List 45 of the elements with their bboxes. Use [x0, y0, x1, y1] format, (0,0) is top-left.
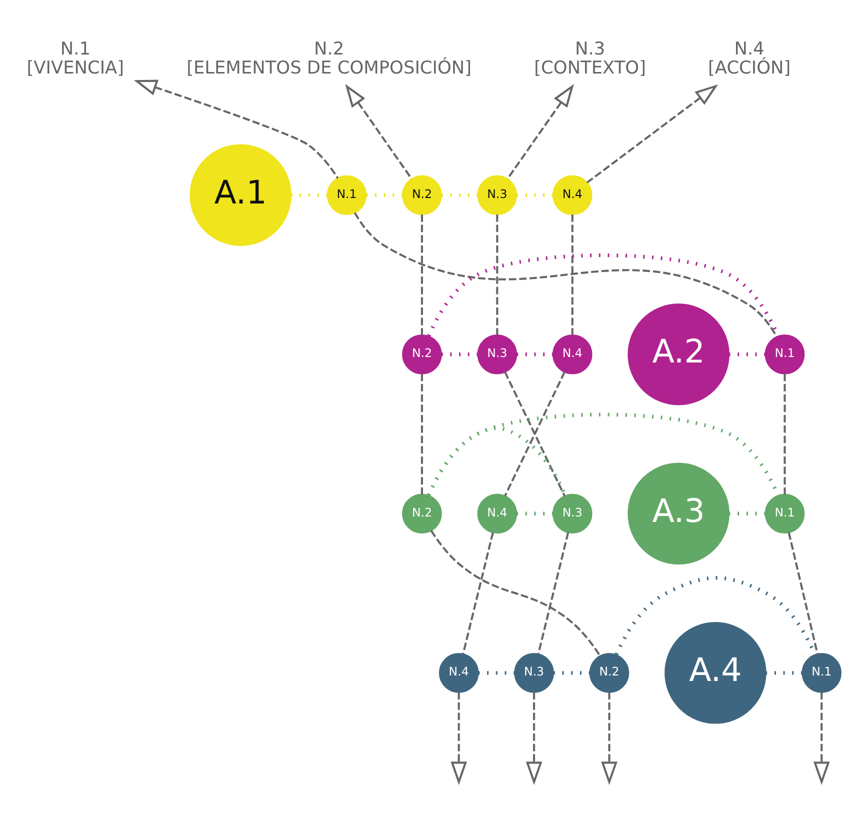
connector: [537, 532, 570, 654]
connector: [420, 214, 423, 335]
node-circle: N.4: [552, 174, 592, 215]
node-circle: N.1: [326, 174, 367, 215]
connector: [614, 576, 816, 655]
node-circle: N.2: [402, 174, 442, 215]
connector: [788, 532, 819, 654]
node-circle: N.4: [552, 334, 592, 374]
connector: [427, 426, 567, 496]
connector: [571, 214, 574, 335]
connector: [462, 532, 494, 654]
node-text: N.3 [CONTEXTO]: [534, 38, 646, 78]
connector: [427, 252, 780, 336]
connector: [496, 214, 498, 335]
node-circle: N.2: [589, 652, 630, 692]
arrow: [450, 692, 467, 784]
node-circle: A.1: [190, 144, 292, 246]
node-text: N.2 [ELEMENTOS DE COMPOSICIÓN]: [186, 38, 472, 78]
arrow: [526, 692, 542, 784]
node-circle: N.1: [764, 493, 805, 534]
arrow: [813, 692, 830, 784]
connector: [784, 373, 786, 494]
node-text: N.4 [ACCIÓN]: [708, 38, 791, 78]
node-circle: N.1: [764, 334, 805, 374]
node-circle: N.3: [477, 334, 518, 374]
arrow: [345, 83, 412, 179]
arrow: [586, 84, 718, 183]
node-circle: A.3: [628, 462, 730, 564]
node-circle: N.3: [514, 652, 554, 692]
node-circle: N.3: [552, 493, 592, 534]
node-text: N.1 [VIVENCIA]: [26, 38, 124, 78]
node-circle: N.1: [802, 652, 842, 692]
node-circle: N.2: [402, 334, 442, 374]
node-circle: A.2: [628, 303, 730, 405]
node-circle: N.4: [438, 652, 479, 692]
node-circle: A.4: [664, 622, 766, 724]
connector: [420, 373, 423, 494]
connector: [430, 530, 601, 656]
arrow: [601, 692, 618, 784]
arrow: [134, 79, 339, 178]
node-circle: N.4: [477, 493, 518, 534]
connector: [354, 212, 778, 337]
node-circle: N.3: [477, 174, 518, 215]
arrow: [506, 83, 574, 179]
node-circle: N.2: [402, 493, 442, 534]
